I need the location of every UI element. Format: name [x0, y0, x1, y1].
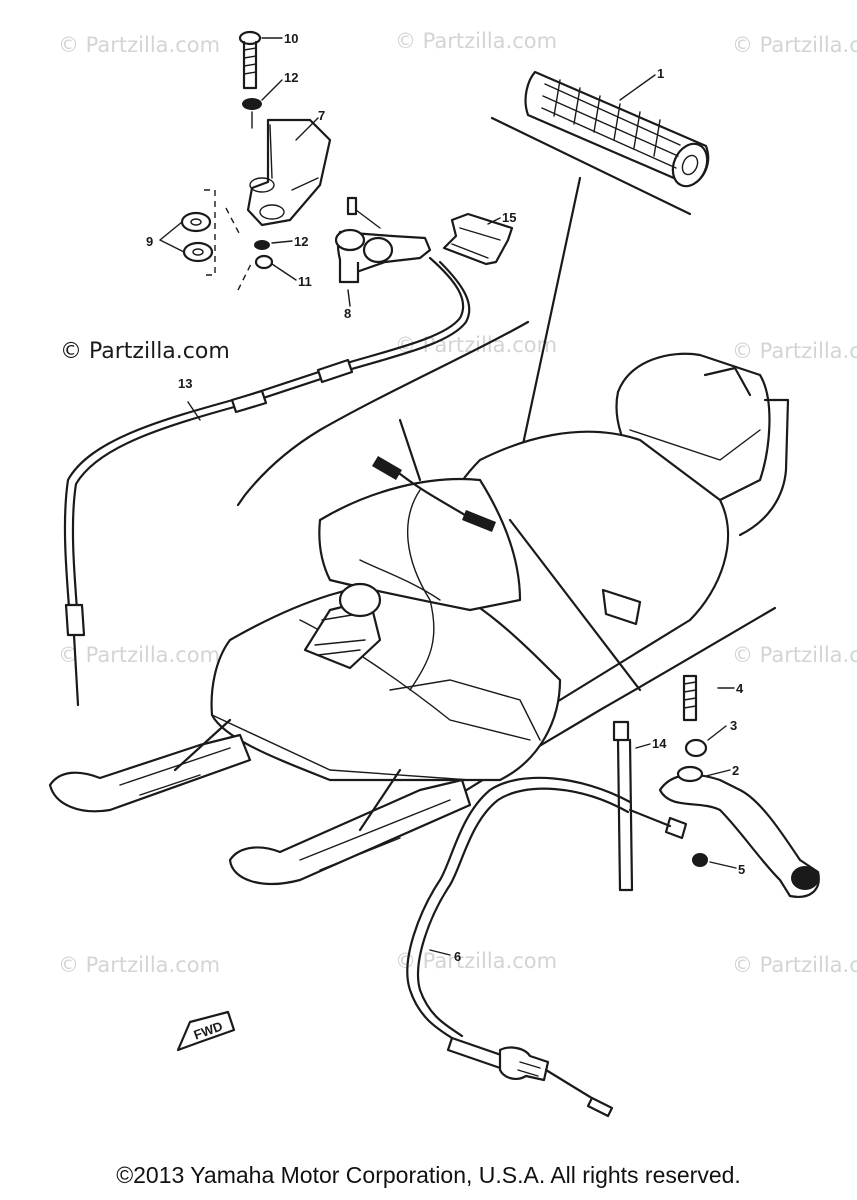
watermark-2: © Partzilla.com: [395, 29, 557, 53]
watermark-11: © Partzilla.com: [732, 953, 857, 977]
skis: [48, 718, 472, 885]
callout-12b: 12: [294, 234, 308, 249]
watermark-5: © Partzilla.com: [732, 339, 857, 363]
callout-14: 14: [652, 736, 667, 751]
throttle-bracket-parts: [159, 30, 332, 291]
watermark-3: © Partzilla.com: [732, 33, 857, 57]
watermark-4: © Partzilla.com: [395, 333, 557, 357]
watermark-6: © Partzilla.com: [58, 643, 220, 667]
callout-4: 4: [736, 681, 744, 696]
callout-8: 8: [344, 306, 351, 321]
watermark-10: © Partzilla.com: [395, 949, 557, 973]
forward-arrow: FWD: [176, 1010, 236, 1052]
callouts: 1 2 3 4 5 6 7 8 9 10 11 12 12 13 14 15: [146, 31, 745, 964]
handlebar-lines: [236, 320, 777, 822]
callout-11: 11: [298, 274, 312, 289]
watermark-9: © Partzilla.com: [58, 953, 220, 977]
throttle-cable: [63, 256, 471, 707]
grip-part: [490, 70, 710, 514]
callout-6: 6: [454, 949, 461, 964]
watermarks: © Partzilla.com © Partzilla.com © Partzi…: [58, 29, 857, 977]
callout-13: 13: [178, 376, 192, 391]
callout-5: 5: [738, 862, 745, 877]
callout-leaders: [187, 37, 737, 956]
snowmobile-body: [210, 352, 790, 782]
watermark-dark: © Partzilla.com: [60, 339, 230, 364]
callout-12a: 12: [284, 70, 298, 85]
brake-assembly: [612, 674, 820, 898]
callout-9: 9: [146, 234, 153, 249]
watermark-8: © Partzilla.com: [732, 643, 857, 667]
throttle-housing: [334, 196, 514, 284]
callout-7: 7: [318, 108, 325, 123]
callout-15: 15: [502, 210, 516, 225]
callout-2: 2: [732, 763, 739, 778]
copyright-notice: ©2013 Yamaha Motor Corporation, U.S.A. A…: [116, 1162, 741, 1188]
brake-cable: [406, 776, 632, 1118]
callout-1: 1: [657, 66, 664, 81]
callout-3: 3: [730, 718, 737, 733]
callout-10: 10: [284, 31, 298, 46]
watermark-1: © Partzilla.com: [58, 33, 220, 57]
